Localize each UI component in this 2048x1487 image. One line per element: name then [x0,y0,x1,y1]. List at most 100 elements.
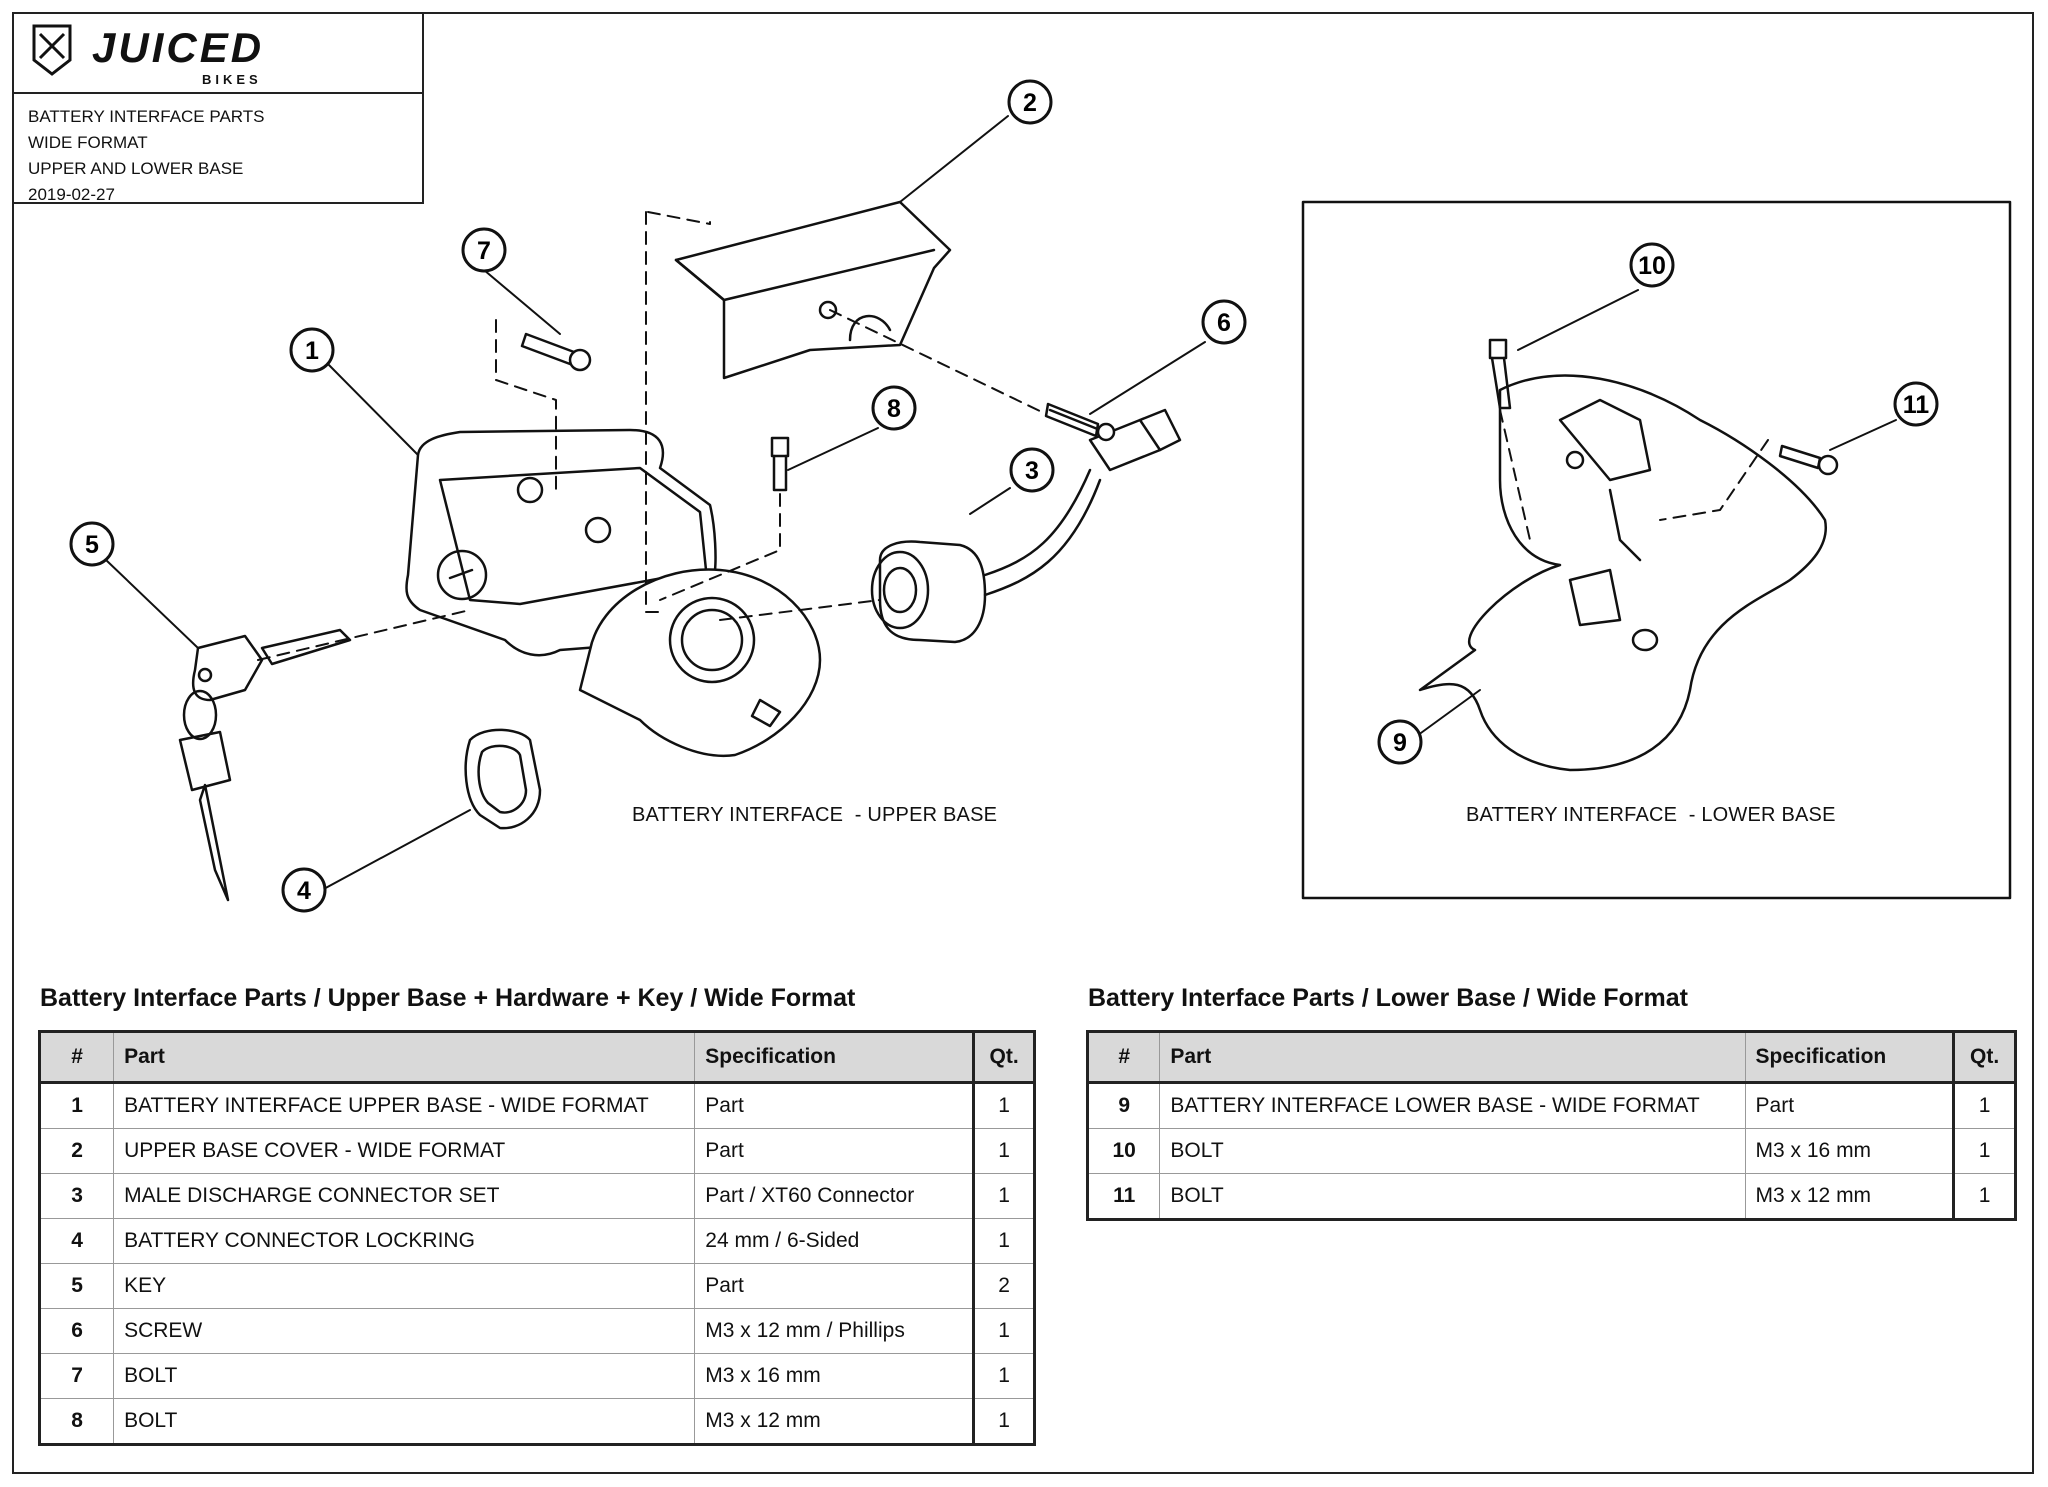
caption-upper-base: BATTERY INTERFACE - UPPER BASE [632,804,998,826]
callout-11: 11 [1893,381,1939,427]
header-number: # [39,1031,115,1084]
callout-10: 10 [1629,242,1675,288]
upper-table-title: Battery Interface Parts / Upper Base + H… [40,984,856,1012]
lower-table-title: Battery Interface Parts / Lower Base / W… [1088,984,1688,1012]
part-number: 10 [1087,1128,1161,1174]
header-specification: Specification [694,1031,976,1084]
part-number: 6 [39,1308,115,1354]
callout-7: 7 [461,227,507,273]
screw-6-drawing [1044,402,1116,442]
part-name: BOLT [113,1398,696,1445]
header-part: Part [113,1031,696,1084]
header-part: Part [1159,1031,1746,1084]
callout-1-label: 1 [305,337,319,365]
part-specification: Part [694,1263,976,1309]
bolt-8-drawing [770,436,790,492]
callout-7-label: 7 [477,237,491,265]
part-specification: Part [694,1082,976,1129]
callout-2-label: 2 [1023,89,1037,117]
part-specification: Part / XT60 Connector [694,1173,976,1219]
callout-8: 8 [871,385,917,431]
part-specification: M3 x 16 mm [1745,1128,1956,1174]
part-quantity: 1 [1978,1184,1991,1207]
lower-base-drawing [1418,374,1828,772]
part-specification: M3 x 12 mm / Phillips [694,1308,976,1354]
callout-10-label: 10 [1638,252,1666,280]
callout-9-label: 9 [1393,729,1407,757]
exploded-view-diagram: 1 2 3 4 5 6 7 8 9 10 11 [69,79,2012,913]
svg-text:BIKES: BIKES [202,72,262,87]
caption-lower-base: BATTERY INTERFACE - LOWER BASE [1466,804,1836,826]
part-number: 7 [39,1353,115,1399]
part-quantity: 2 [973,1263,1035,1309]
header-number: # [1087,1031,1161,1084]
part-number: 4 [39,1218,115,1264]
part-specification: Part [694,1128,976,1174]
callout-4-label: 4 [297,877,311,905]
table-header-row: # Part Specification Qt. [39,1031,1035,1084]
part-specification: 24 mm / 6-Sided [694,1218,976,1264]
part-specification: Part [1745,1082,1956,1129]
callout-5: 5 [69,521,115,567]
callout-6-label: 6 [1217,309,1231,337]
connector-housing-drawing [578,568,822,758]
header-specification: Specification [1745,1031,1956,1084]
callout-1: 1 [289,327,335,373]
part-name: BATTERY INTERFACE LOWER BASE - WIDE FORM… [1159,1082,1746,1129]
callout-2: 2 [1007,79,1053,125]
header-quantity: Qt. [973,1031,1035,1084]
title-line-1: BATTERY INTERFACE PARTS [28,107,265,126]
part-name: BATTERY INTERFACE UPPER BASE - WIDE FORM… [113,1082,696,1129]
part-quantity: 1 [973,1308,1035,1354]
part-name: UPPER BASE COVER - WIDE FORMAT [113,1128,696,1174]
part-specification: M3 x 16 mm [694,1353,976,1399]
part-specification: M3 x 12 mm [694,1398,976,1445]
table-header-row: # Part Specification Qt. [1087,1031,2016,1084]
lower-base-inset-frame [1301,200,2012,900]
part-quantity: 1 [973,1173,1035,1219]
upper-base-cover-drawing [674,200,952,380]
part-number: 3 [39,1173,115,1219]
title-date: 2019-02-27 [28,185,115,204]
part-quantity: 1 [973,1128,1035,1174]
bolt-11-drawing [1778,444,1839,476]
part-name: BOLT [113,1353,696,1399]
lockring-drawing [464,728,542,830]
part-number: 8 [39,1398,115,1445]
part-name: SCREW [113,1308,696,1354]
svg-text:JUICED: JUICED [92,24,264,71]
drawing-sheet-border [12,12,2034,1474]
callout-4: 4 [281,867,327,913]
part-number: 5 [39,1263,115,1309]
title-line-2: WIDE FORMAT [28,133,148,152]
header-quantity: Qt. [1953,1031,2016,1084]
male-discharge-connector-drawing [870,408,1182,644]
part-name: MALE DISCHARGE CONNECTOR SET [113,1173,696,1219]
callout-3-label: 3 [1025,457,1039,485]
part-quantity: 1 [973,1082,1035,1129]
callout-5-label: 5 [85,531,99,559]
part-quantity: 1 [973,1353,1035,1399]
part-name: BATTERY CONNECTOR LOCKRING [113,1218,696,1264]
callout-3: 3 [1009,447,1055,493]
key-drawing [178,628,352,902]
assembly-dashed-lines [257,211,1769,661]
part-number: 1 [39,1082,115,1129]
callout-6: 6 [1201,299,1247,345]
title-block: JUICED BIKES BATTERY INTERFACE PARTS WID… [12,12,424,204]
bolt-10-drawing [1488,338,1512,410]
